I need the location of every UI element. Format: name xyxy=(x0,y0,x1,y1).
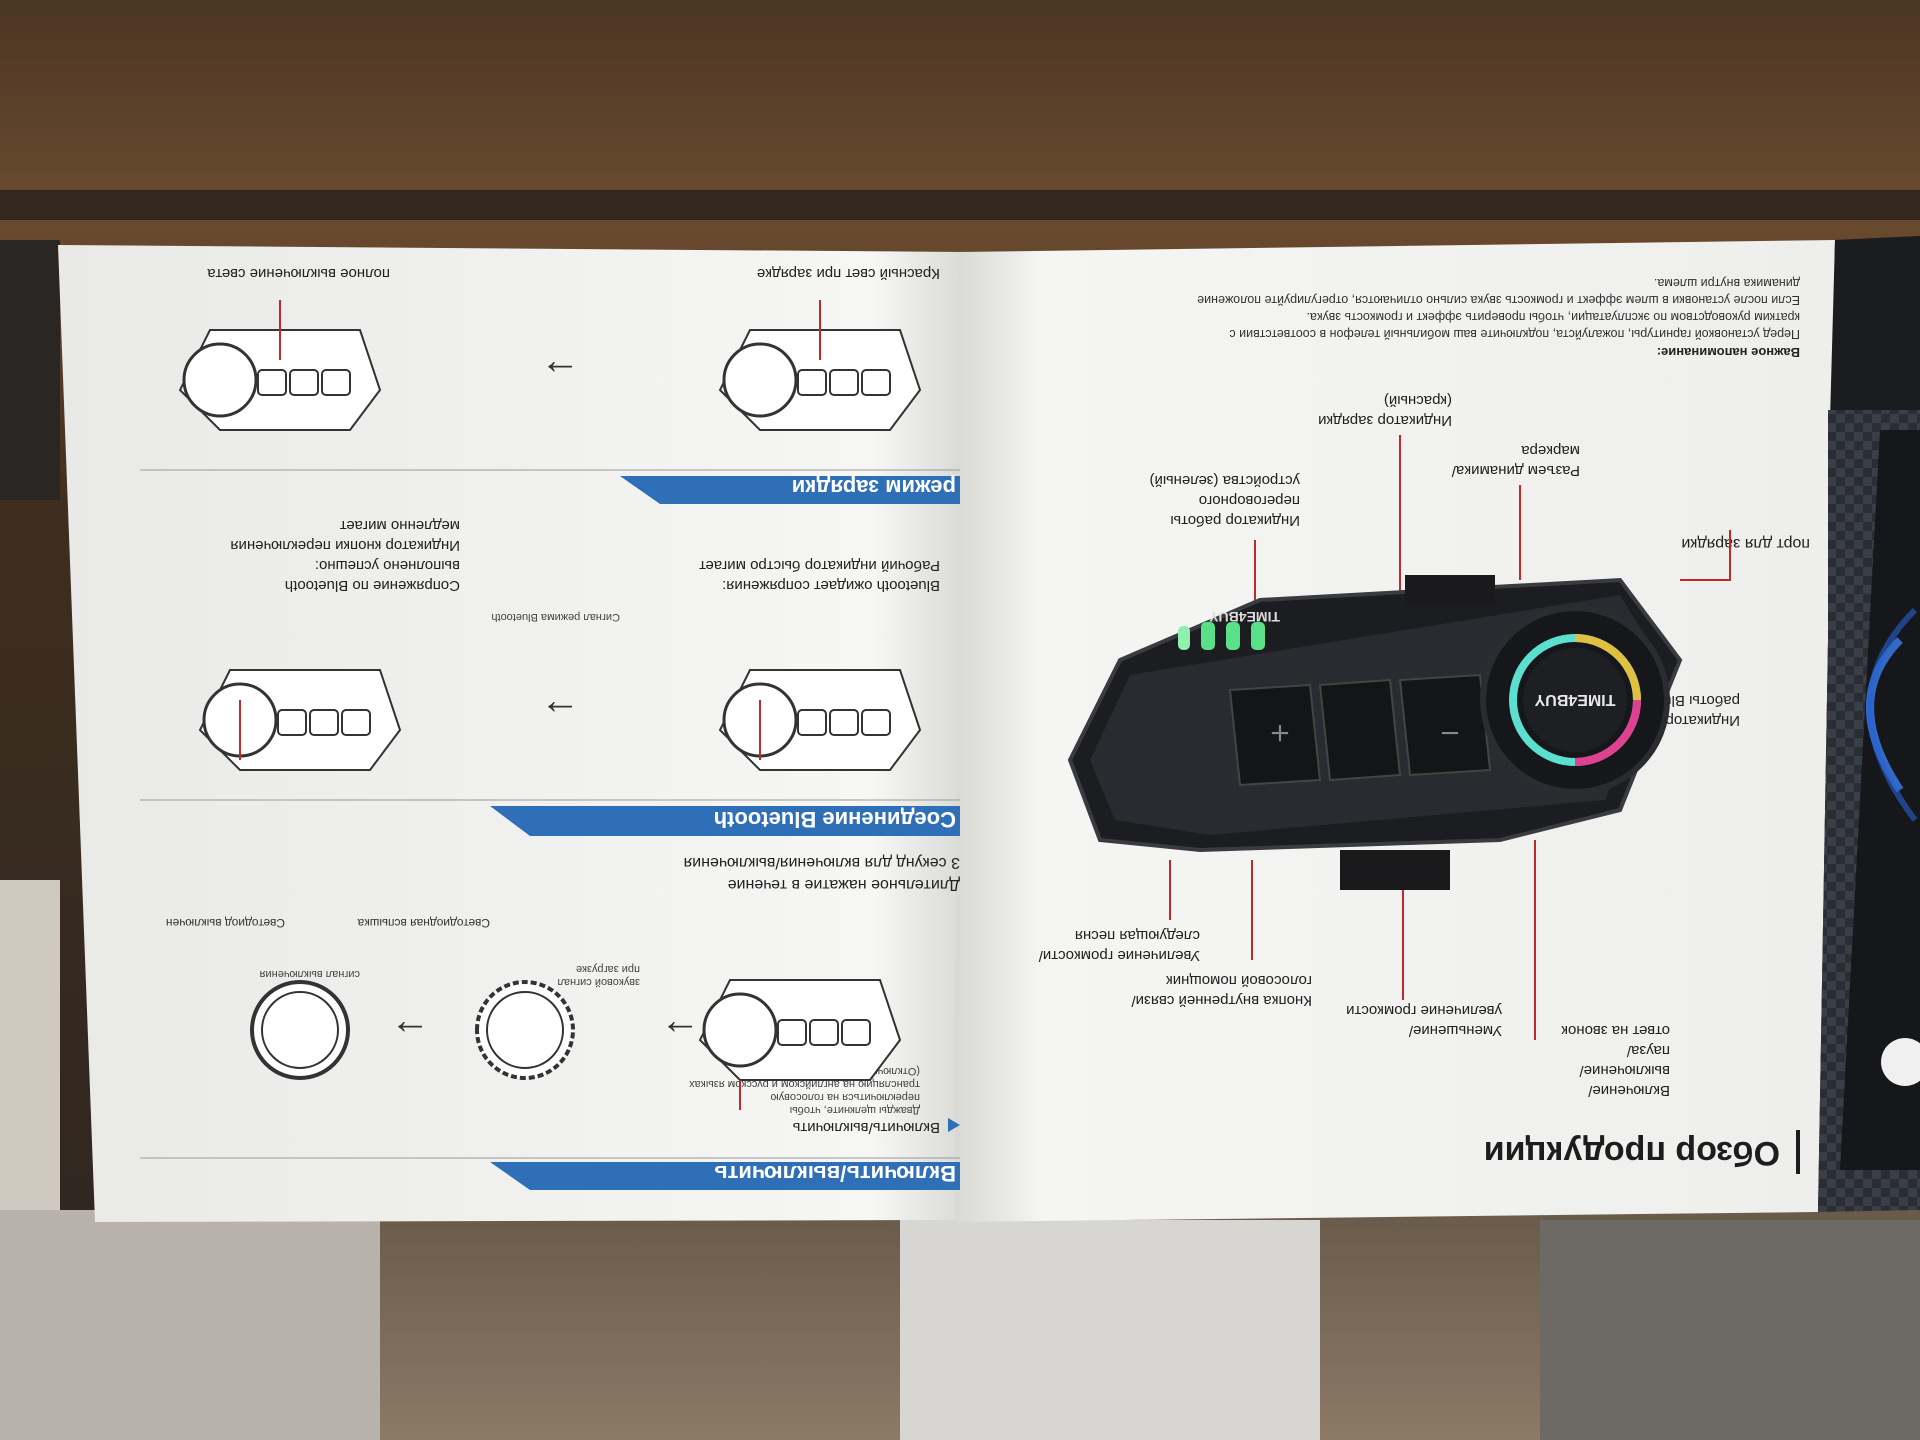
mini-device-full-off xyxy=(178,300,382,431)
device-brand-label: TIME4BUY xyxy=(1209,609,1280,625)
arrow-icon: → xyxy=(540,351,580,395)
device-buttons: + − xyxy=(1228,673,1492,787)
dial-boot xyxy=(475,980,575,1080)
banner-power xyxy=(490,1162,960,1190)
mini-device-bt-waiting xyxy=(718,669,922,771)
led-indicators xyxy=(1178,622,1265,650)
minus-icon: − xyxy=(1439,718,1461,748)
left-page: Включить/выключить Включить/выключить Дл… xyxy=(60,248,960,1220)
plus-icon: + xyxy=(1269,718,1291,748)
mini-device-power xyxy=(698,979,902,1110)
mini-device-charging xyxy=(718,300,922,431)
dial-brand: TIME4BUY xyxy=(1534,691,1615,708)
arrow-icon: → xyxy=(660,1011,700,1055)
mini-device-bt-paired xyxy=(198,669,402,771)
mini-devices: → → → xyxy=(178,300,922,1110)
arrow-icon: → xyxy=(540,691,580,735)
rgb-dial: TIME4BUY xyxy=(1480,605,1670,795)
dial-off xyxy=(250,980,350,1080)
right-page: Обзор продукции Включение/ выключение/ п… xyxy=(958,252,1820,1220)
banner-bluetooth xyxy=(490,806,960,836)
banner-charging xyxy=(620,476,960,504)
left-page-graphics xyxy=(140,469,960,1190)
product-device: + − TIME4BUY TIME4BUY xyxy=(1067,435,1731,1040)
arrow-icon: → xyxy=(390,1011,430,1055)
